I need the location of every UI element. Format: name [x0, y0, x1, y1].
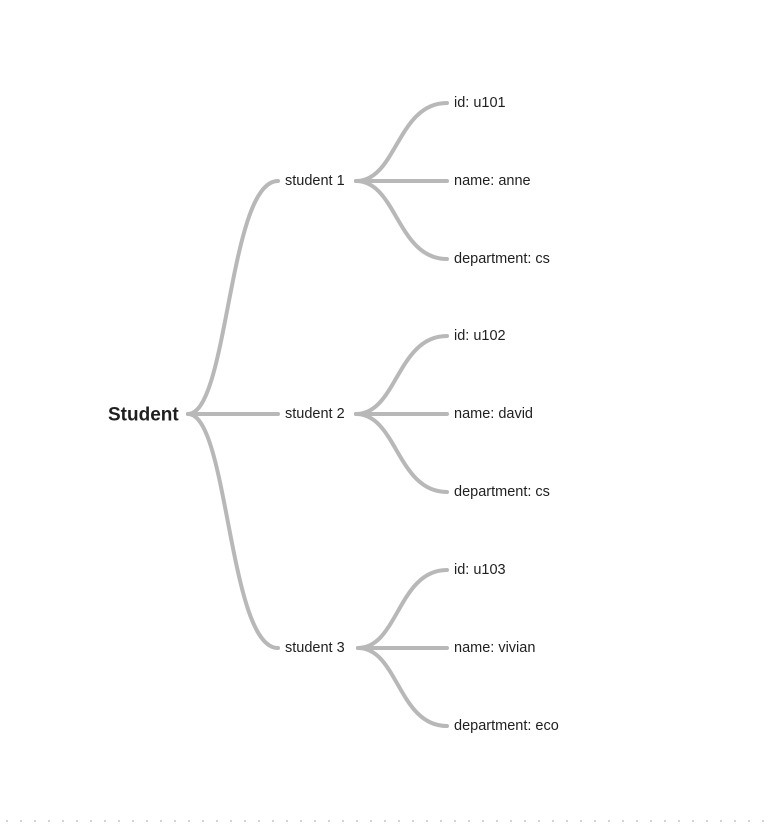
leaf-node-student-2-1[interactable]: id: u102	[454, 328, 506, 344]
edge-student-1-to-leaf-3	[354, 179, 449, 261]
leaf-node-student-3-1[interactable]: id: u103	[454, 562, 506, 578]
mindmap-edges	[186, 101, 449, 728]
edge-student-2-to-leaf-3	[354, 412, 449, 494]
leaf-node-student-1-3[interactable]: department: cs	[454, 251, 550, 267]
edge-root-to-student-1	[186, 179, 280, 416]
edge-root-to-student-3	[186, 412, 280, 650]
mindmap-nodes: Student student 1 id: u101 name: anne depart…	[108, 95, 559, 734]
edge-student-1-to-leaf-1	[354, 101, 449, 183]
edge-student-3-to-leaf-1	[356, 568, 449, 650]
canvas-bottom-edge	[0, 818, 770, 824]
leaf-node-student-1-1[interactable]: id: u101	[454, 95, 506, 111]
branch-node-student-2[interactable]: student 2	[285, 406, 345, 422]
branch-node-student-3[interactable]: student 3	[285, 640, 345, 656]
leaf-node-student-1-2[interactable]: name: anne	[454, 173, 531, 189]
leaf-node-student-3-3[interactable]: department: eco	[454, 718, 559, 734]
leaf-node-student-2-3[interactable]: department: cs	[454, 484, 550, 500]
edge-student-2-to-leaf-1	[354, 334, 449, 416]
leaf-node-student-3-2[interactable]: name: vivian	[454, 640, 535, 656]
root-node-student[interactable]: Student	[108, 405, 179, 426]
branch-node-student-1[interactable]: student 1	[285, 173, 345, 189]
leaf-node-student-2-2[interactable]: name: david	[454, 406, 533, 422]
edge-student-3-to-leaf-3	[356, 646, 449, 728]
